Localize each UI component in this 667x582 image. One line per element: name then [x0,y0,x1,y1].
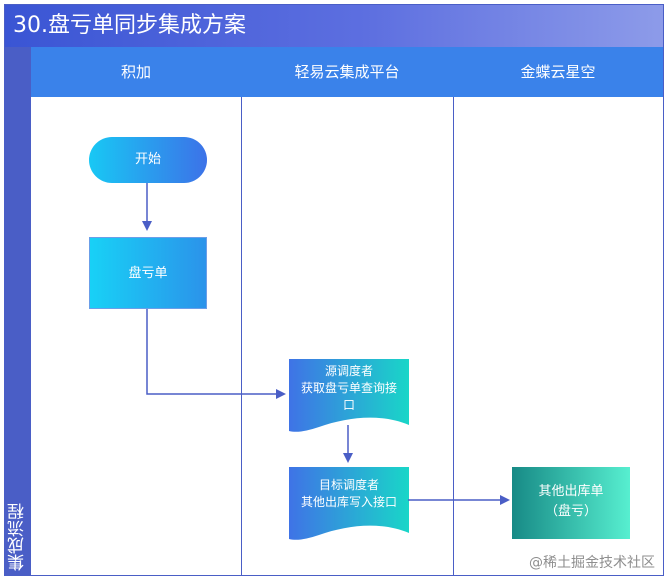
source-scheduler-node: 源调度者 获取盘亏单查询接 口 [289,363,409,414]
target-scheduler-line-2: 其他出库写入接口 [300,495,397,509]
target-scheduler-line-1: 目标调度者 [318,478,379,492]
lane-divider-2 [453,97,454,575]
lane-header-jijia: 积加 [31,47,241,97]
process-sidebar-label: 集成流程 [8,503,28,571]
source-scheduler-shape [289,359,409,432]
other-outbound-line-2: （盘亏） [544,504,597,519]
other-outbound-line-1: 其他出库单 [538,484,604,499]
process-sidebar: 集成流程 [5,47,31,575]
source-scheduler-line-3: 口 [342,398,355,412]
lane-header-qingyiyun: 轻易云集成平台 [241,47,453,97]
target-scheduler-node: 目标调度者 其他出库写入接口 [289,477,409,511]
watermark: @稀土掘金技术社区 [529,555,655,571]
lane-header-kingdee: 金蝶云星空 [453,47,663,97]
swimlane-diagram: 30.盘亏单同步集成方案 集成流程 积加 轻易云集成平台 金蝶云星空 开始 盘亏… [4,4,664,576]
lane-divider-1 [241,97,242,575]
target-scheduler-shape [289,467,409,540]
other-outbound-node: 其他出库单 （盘亏） [512,467,630,539]
diagram-title: 30.盘亏单同步集成方案 [5,5,663,47]
source-scheduler-line-2: 获取盘亏单查询接 [300,381,397,395]
source-scheduler-line-1: 源调度者 [324,364,373,378]
start-node: 开始 [89,137,207,183]
inventory-loss-node: 盘亏单 [89,237,207,309]
